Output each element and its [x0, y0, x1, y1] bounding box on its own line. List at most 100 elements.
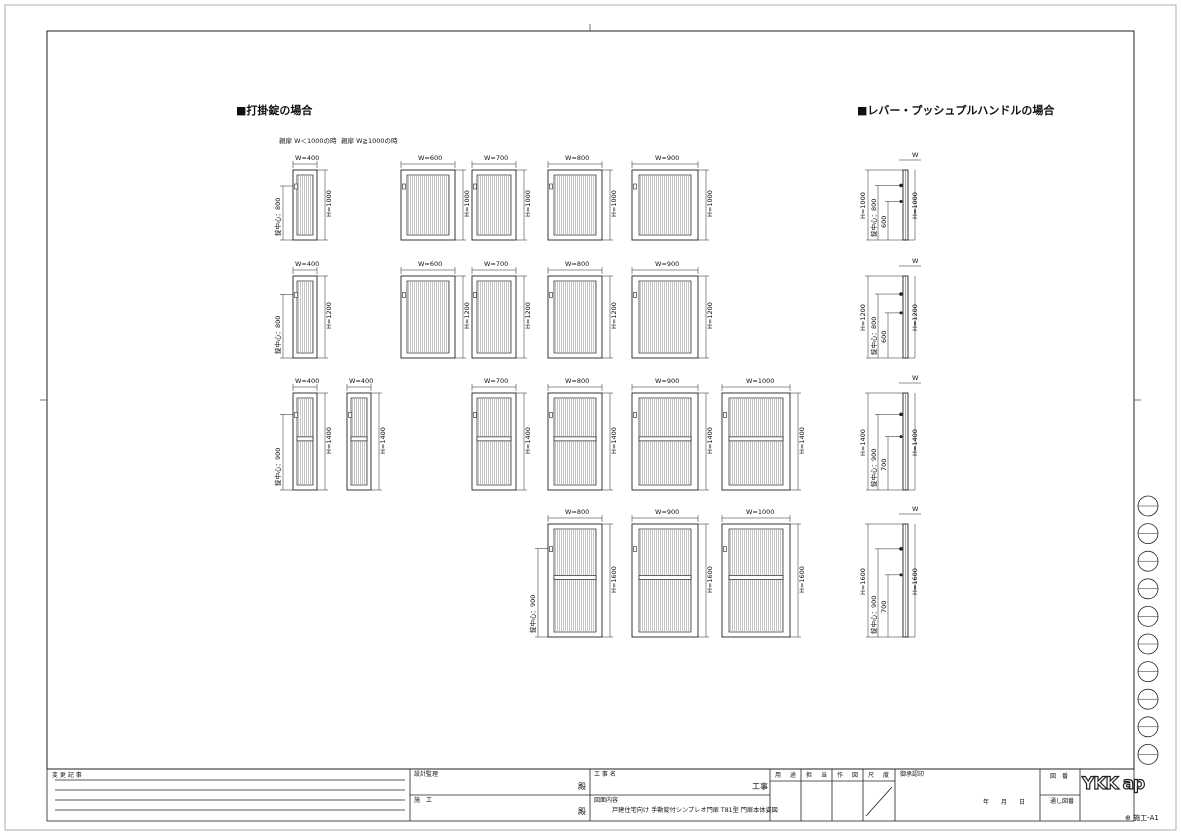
- gate-elevation: [631, 161, 709, 241]
- latch-icon: [723, 412, 727, 418]
- approval-header: 担: [806, 772, 813, 779]
- gate-elevation: [721, 384, 801, 491]
- side-lock-label: 錠中心：900: [870, 595, 878, 634]
- height-label: H=1400: [325, 426, 333, 454]
- width-label: W=1000: [746, 377, 775, 385]
- gate-elevation: [547, 267, 613, 359]
- gate-elevation: [535, 515, 613, 638]
- side-view: [865, 513, 921, 638]
- approval-header: 尺: [868, 772, 875, 779]
- latch-icon: [549, 292, 553, 298]
- side-lock-label: 錠中心：900: [870, 448, 878, 487]
- lock-center-label: 錠中心：800: [274, 197, 282, 236]
- outer-border: [4, 4, 1177, 831]
- side-lock-label: 錠中心：800: [870, 198, 878, 237]
- gate-elevation: [471, 161, 527, 241]
- height-label: H=1200: [463, 302, 471, 329]
- side-view: [865, 382, 921, 491]
- side-view: [865, 159, 921, 241]
- height-label: H=1400: [610, 426, 618, 454]
- latch-icon: [402, 292, 406, 298]
- approval-header: 当: [821, 772, 828, 779]
- latch-icon: [549, 412, 553, 418]
- width-label: W=1000: [746, 508, 775, 516]
- latch-icon: [473, 292, 477, 298]
- height-label: H=1200: [706, 302, 714, 329]
- gate-elevation: [547, 161, 613, 241]
- design-supervision-honorific: 殿: [578, 782, 586, 791]
- latch-icon: [549, 546, 553, 552]
- side-height-label: H=1200: [859, 304, 867, 331]
- drawing-content: 戸建住宅向け 手動錠付シンプレオ門扉 T81型 門扉本体姿図: [612, 807, 778, 814]
- width-label: W=800: [565, 260, 590, 268]
- gate-elevation: [721, 515, 801, 638]
- latch-icon: [633, 292, 637, 298]
- gate-elevation: [280, 161, 328, 241]
- revision-label: 変 更 記 事: [52, 772, 82, 779]
- side-view: [865, 265, 921, 359]
- approval-header: 度: [883, 772, 890, 779]
- width-label: W=900: [655, 154, 680, 162]
- approval-header: 図: [852, 772, 859, 779]
- side-height-right-label: H=1600: [911, 567, 919, 595]
- width-label: W=400: [349, 377, 374, 385]
- height-label: H=1600: [706, 565, 714, 593]
- width-label: W=600: [418, 154, 443, 162]
- latch-icon: [633, 546, 637, 552]
- gate-elevation: [280, 384, 328, 491]
- latch-icon: [294, 412, 298, 418]
- side-height-label: H=1600: [859, 567, 867, 595]
- approval-header: 途: [790, 772, 797, 779]
- side-handle-label: 700: [880, 600, 888, 614]
- drawing-number-label: 図 番: [1050, 773, 1069, 780]
- project-suffix: 工事: [752, 782, 768, 791]
- lock-center-label: 錠中心：800: [274, 315, 282, 354]
- latch-icon: [549, 183, 553, 190]
- side-lock-label: 錠中心：800: [870, 316, 878, 355]
- title-block: [46, 768, 1135, 822]
- gate-elevation: [631, 267, 709, 359]
- height-label: H=1200: [325, 302, 333, 329]
- gate-elevations: [280, 161, 801, 638]
- ykk-ap-logo: YKK ap: [1081, 774, 1145, 794]
- width-label: W=900: [655, 260, 680, 268]
- side-width-label: W: [912, 374, 919, 382]
- gate-elevation: [631, 515, 709, 638]
- drawing-content-label: 図面内容: [594, 797, 619, 804]
- height-label: H=1200: [610, 302, 618, 329]
- gate-elevation: [400, 161, 466, 241]
- width-label: W=900: [655, 377, 680, 385]
- gate-elevation: [280, 267, 328, 359]
- sheet-code: ⊕ 施工-A1: [1125, 814, 1159, 822]
- height-label: H=1000: [706, 190, 714, 217]
- construction-honorific: 殿: [578, 807, 586, 816]
- height-label: H=1000: [524, 190, 532, 217]
- height-label: H=1600: [610, 565, 618, 593]
- height-label: H=1000: [463, 190, 471, 217]
- binding-circles: [1137, 495, 1159, 765]
- latch-icon: [473, 412, 477, 418]
- latch-icon: [348, 412, 352, 418]
- width-label: W=400: [295, 377, 320, 385]
- project-name-label: 工 事 名: [594, 771, 616, 778]
- side-handle-label: 700: [880, 458, 888, 471]
- approval-stamp-label: 御承認印: [900, 771, 925, 778]
- side-handle-label: 600: [880, 330, 888, 344]
- height-label: H=1000: [325, 190, 333, 217]
- width-label: W=700: [484, 377, 509, 385]
- height-label: H=1400: [798, 426, 806, 454]
- side-width-label: W: [912, 151, 919, 159]
- latch-icon: [294, 292, 298, 298]
- gate-elevation: [346, 384, 382, 491]
- construction-label: 施 工: [414, 797, 433, 804]
- gate-elevation: [631, 384, 709, 491]
- width-label: W=400: [295, 260, 320, 268]
- gate-elevation: [547, 384, 613, 491]
- width-label: W=800: [565, 508, 590, 516]
- latch-icon: [473, 183, 477, 190]
- lock-center-label: 錠中心：900: [529, 594, 537, 633]
- gate-elevation: [471, 267, 527, 359]
- serial-number-label: 通し図番: [1050, 798, 1075, 805]
- gate-elevation: [400, 267, 466, 359]
